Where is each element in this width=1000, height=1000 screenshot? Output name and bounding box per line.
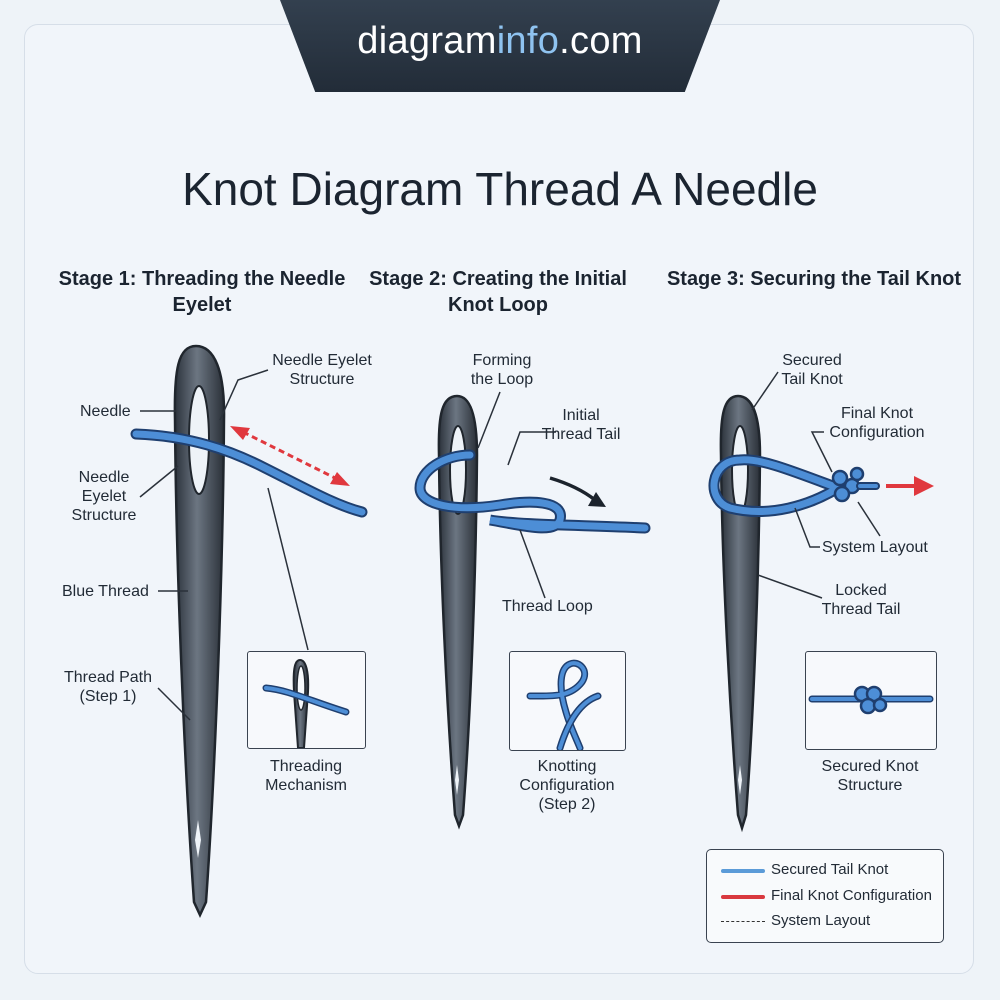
legend-swatch-dashed — [721, 921, 765, 922]
label-final-knot-configuration: Final Knot Configuration — [829, 405, 925, 441]
stage-1-needle-icon — [173, 344, 226, 918]
label-needle: Needle — [80, 403, 131, 420]
stage-1-thread — [130, 428, 368, 518]
stage-3-thread — [708, 454, 880, 517]
stage-1-direction-arrow-icon — [230, 426, 350, 486]
label-secured-tail-knot: Secured Tail Knot — [781, 352, 843, 388]
page-title: Knot Diagram Thread A Needle — [182, 163, 818, 215]
brand-banner — [280, 0, 720, 92]
label-secured-knot-structure: Secured Knot Structure — [821, 758, 919, 794]
stage-3-title: Stage 3: Securing the Tail Knot — [666, 268, 962, 290]
label-system-layout: System Layout — [822, 539, 928, 556]
label-thread-path: Thread Path (Step 1) — [63, 669, 153, 705]
threading-mechanism-icon — [262, 658, 350, 749]
threading-mechanism-inset — [247, 651, 366, 749]
knotting-configuration-inset — [509, 651, 626, 752]
stage-2-direction-arrow-icon — [549, 476, 606, 507]
secured-knot-icon — [808, 685, 934, 715]
label-threading-mechanism: Threading Mechanism — [265, 758, 347, 794]
secured-knot-inset — [805, 651, 937, 750]
label-blue-thread: Blue Thread — [62, 583, 149, 600]
label-needle-eyelet-structure-left: Needle Eyelet Structure — [71, 469, 137, 524]
label-thread-loop: Thread Loop — [502, 598, 593, 615]
stage-3-pull-arrow-icon — [886, 476, 934, 496]
stage-2-thread — [414, 449, 651, 534]
legend-swatch-red — [721, 895, 765, 899]
label-forming-the-loop: Forming the Loop — [470, 352, 534, 388]
label-knotting-configuration: Knotting Configuration (Step 2) — [519, 758, 615, 813]
legend-swatch-blue — [721, 869, 765, 873]
label-initial-thread-tail: Initial Thread Tail — [541, 407, 621, 443]
legend: Secured Tail Knot Final Knot Configurati… — [706, 849, 944, 943]
label-needle-eyelet-structure-top: Needle Eyelet Structure — [272, 352, 372, 388]
knotting-loop-icon — [526, 659, 602, 752]
stage-2-title: Stage 2: Creating the Initial Knot Loop — [369, 268, 627, 316]
label-locked-thread-tail: Locked Thread Tail — [821, 582, 901, 618]
stage-1-title: Stage 1: Threading the Needle Eyelet — [58, 268, 346, 316]
brand-logo[interactable]: diagraminfo.com — [357, 20, 643, 62]
